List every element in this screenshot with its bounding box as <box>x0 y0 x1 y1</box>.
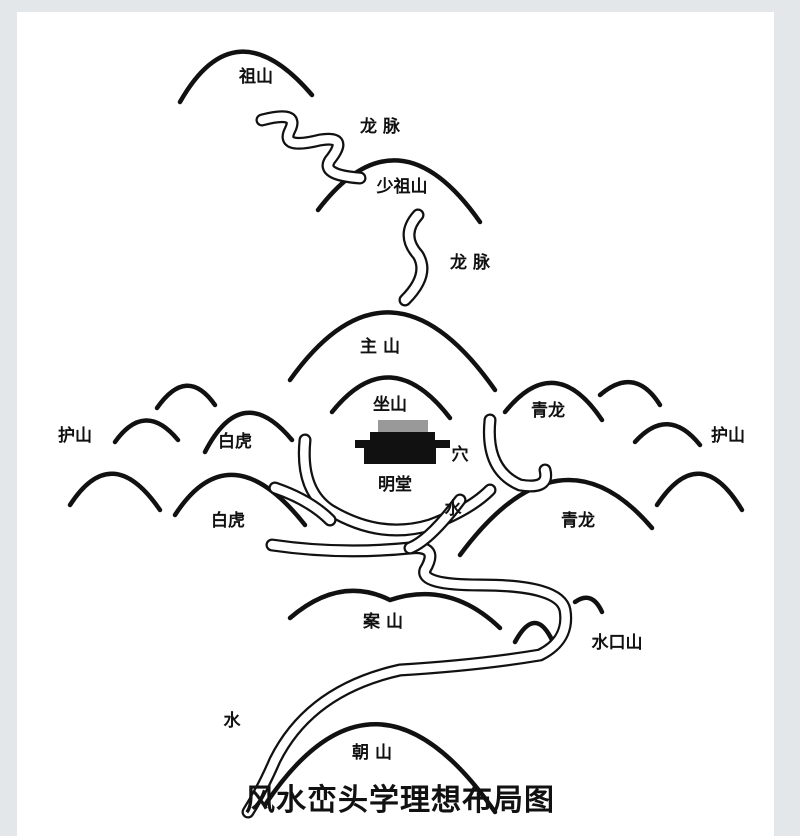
mountain-zhushan <box>287 310 498 393</box>
label-zushan: 祖山 <box>238 66 273 87</box>
label-baihu-upper: 白虎 <box>218 431 252 452</box>
mountain-zuoshan <box>329 375 453 421</box>
mountain-chaoshan <box>262 722 498 815</box>
hill-hushan-right-3 <box>654 471 745 513</box>
dragon-vein-2 <box>398 208 429 307</box>
river <box>241 413 573 819</box>
hill-baihu-upper <box>202 410 295 455</box>
label-longmai-2: 龙 脉 <box>449 252 491 273</box>
hill-hushan-left-2 <box>154 383 218 411</box>
hill-shuikoushan-1 <box>512 620 555 645</box>
label-shuikoushan: 水口山 <box>592 632 643 653</box>
label-xue: 穴 <box>452 444 469 465</box>
label-zhushan: 主 山 <box>360 336 400 357</box>
label-qinglong-lower: 青龙 <box>561 510 595 531</box>
label-mingtang: 明堂 <box>378 474 412 495</box>
label-zuoshan: 坐山 <box>373 395 407 415</box>
hill-baihu-lower <box>172 472 308 528</box>
hill-hushan-left-3 <box>67 471 163 513</box>
hill-qinglong-lower <box>457 477 655 558</box>
mountain-zushan <box>177 49 315 105</box>
label-hushan-left: 护山 <box>58 425 92 446</box>
hill-qinglong-upper <box>502 380 605 423</box>
label-baihu-lower: 白虎 <box>211 510 245 531</box>
fengshui-diagram: 祖山 龙 脉 少祖山 龙 脉 主 山 坐山 穴 明堂 水 白虎 白虎 青龙 青龙… <box>17 12 774 836</box>
hill-shuikoushan-2 <box>572 595 605 615</box>
xue-building-icon <box>355 420 450 464</box>
mountain-anshan <box>287 588 503 631</box>
label-anshan: 案 山 <box>362 611 403 632</box>
label-shaozushan: 少祖山 <box>376 176 428 197</box>
dragon-vein-1 <box>255 110 367 185</box>
diagram-title: 风水峦头学理想布局图 <box>245 783 555 818</box>
label-longmai-1: 龙 脉 <box>359 116 401 137</box>
label-chaoshan: 朝 山 <box>352 742 392 763</box>
hill-hushan-right-1 <box>597 379 663 408</box>
mountain-shaozushan <box>315 158 483 225</box>
label-shui-2: 水 <box>224 710 242 731</box>
hill-hushan-right-2 <box>632 422 703 448</box>
diagram-svg: 祖山 龙 脉 少祖山 龙 脉 主 山 坐山 穴 明堂 水 白虎 白虎 青龙 青龙… <box>58 49 745 819</box>
label-shui-1: 水 <box>445 498 463 519</box>
label-qinglong-upper: 青龙 <box>531 400 565 421</box>
hill-hushan-left-1 <box>112 418 181 445</box>
label-hushan-right: 护山 <box>711 425 745 446</box>
